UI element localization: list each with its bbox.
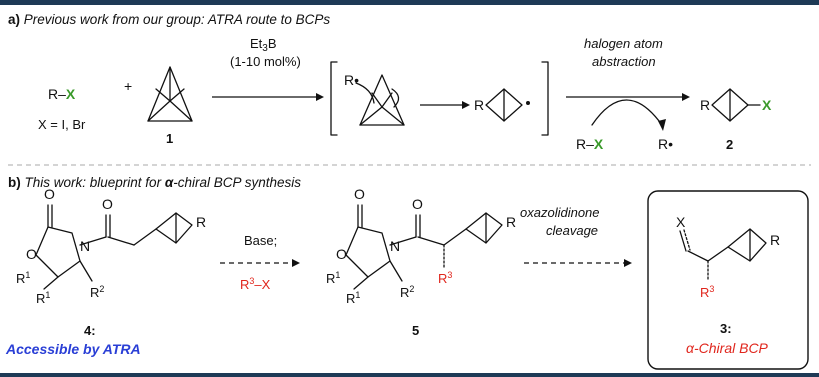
compound-4-caption: Accessible by ATRA [5,341,141,357]
c5-r3: R3 [438,270,452,286]
c5-r: R [506,214,516,230]
base-label: Base; [244,233,277,248]
c5-r1b: R1 [346,290,360,306]
c5-o-ring: O [336,246,347,262]
product-2-r: R [700,97,710,113]
compound-5-structure [345,204,503,290]
c3-x: X [676,214,686,230]
cleave-line2: cleavage [546,223,598,238]
compound-3-caption: α-Chiral BCP [686,340,769,356]
bcp-radical [485,88,530,122]
compound-1-label: 1 [166,131,173,146]
c5-r2: R2 [400,284,414,300]
haa-line1: halogen atom [584,36,663,51]
product-3-box [647,190,809,370]
c4-o-carbonyl1: O [44,186,55,202]
c4-o-ring: O [26,246,37,262]
rx-bottom: R–X [576,136,604,152]
reaction-scheme: a) Previous work from our group: ATRA ro… [5,12,811,370]
compound-5-label: 5 [412,323,419,338]
c4-r2: R2 [90,284,104,300]
curved-arrow [355,82,375,104]
c4-o-carbonyl2: O [102,196,113,212]
x-definition: X = I, Br [38,117,86,132]
c5-o-carbonyl1: O [354,186,365,202]
reactant-rx: R–X [48,86,76,102]
r-radical: R• [658,136,673,152]
catalyst-loading: (1-10 mol%) [230,54,301,69]
r3x-label: R3–X [240,276,271,292]
plus-sign: + [124,78,132,94]
haa-curved-arrow [591,99,663,126]
c4-r: R [196,214,206,230]
cleave-line1: oxazolidinone [520,205,600,220]
haa-line2: abstraction [592,54,656,69]
c4-r1b: R1 [36,290,50,306]
propellane-structure [147,66,193,122]
product-2-bcp [711,88,761,122]
c4-r1a: R1 [16,270,30,286]
catalyst-label: Et3B [250,36,277,54]
compound-4-label: 4: [84,323,96,338]
compound-4-structure [35,204,193,290]
section-b-header: b) This work: blueprint for α-chiral BCP… [8,175,301,190]
radical-r: R• [344,72,359,88]
c5-n: N [390,238,400,254]
figure-panel: a) Previous work from our group: ATRA ro… [0,5,819,373]
left-bracket [330,61,338,136]
bcp-radical-r: R [474,97,484,113]
c3-r: R [770,232,780,248]
compound-2-label: 2 [726,137,733,152]
c4-n: N [80,238,90,254]
c5-o-carbonyl2: O [412,196,423,212]
compound-3-structure [679,228,767,282]
propellane-intermediate [359,74,405,126]
compound-3-label: 3: [720,321,732,336]
product-2-x: X [762,97,772,113]
section-a-header: a) Previous work from our group: ATRA ro… [8,12,330,27]
c3-r3: R3 [700,284,714,300]
c5-r1a: R1 [326,270,340,286]
right-bracket [541,61,549,136]
